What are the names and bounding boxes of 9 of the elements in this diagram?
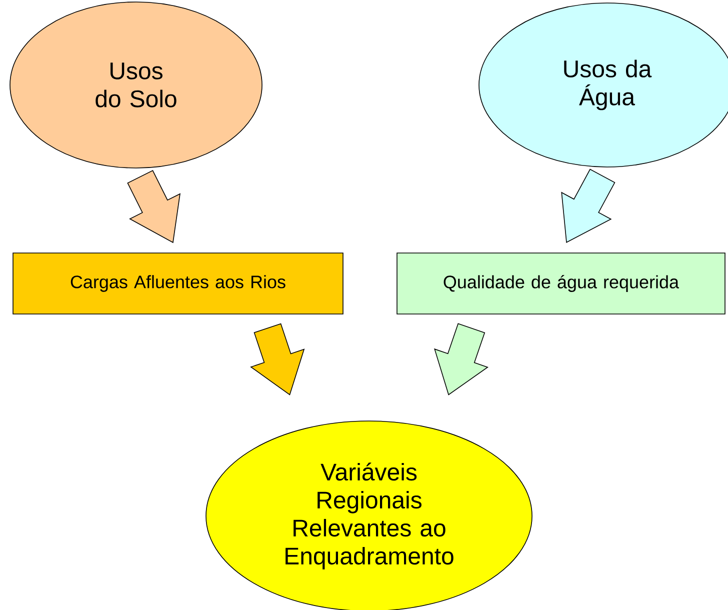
block-arrow <box>127 170 181 244</box>
process-box: Cargas Afluentes aos Rios <box>12 252 344 314</box>
process-box: Qualidade de água requerida <box>396 252 726 314</box>
block-arrow <box>250 323 305 396</box>
ellipse-node: Usos da Água <box>478 2 728 168</box>
ellipse-node: Variáveis Regionais Relevantes ao Enquadramento <box>206 420 532 610</box>
block-arrow <box>434 323 488 396</box>
ellipse-node: Usos do Solo <box>10 2 262 168</box>
block-arrow <box>561 168 616 243</box>
